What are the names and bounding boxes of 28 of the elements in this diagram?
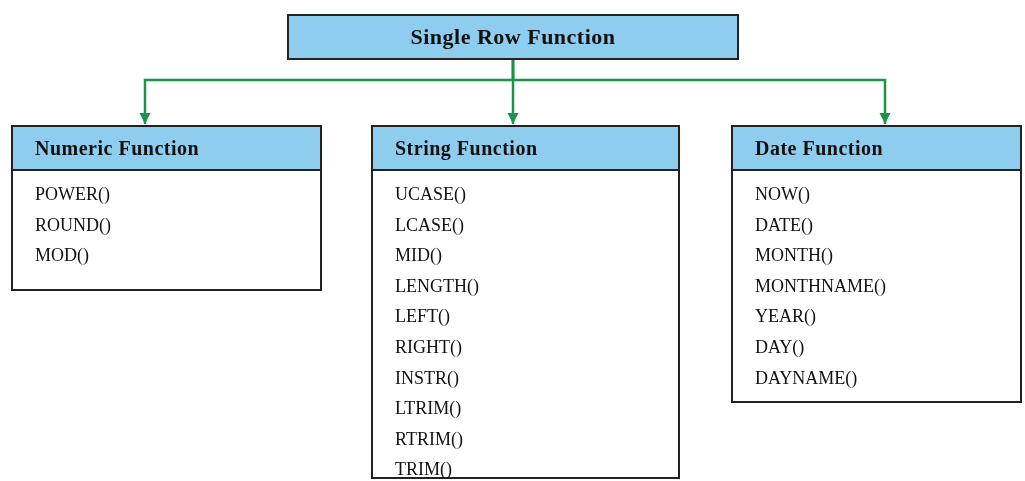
function-name: LCASE()	[395, 213, 464, 237]
function-name: DAY()	[755, 335, 805, 359]
function-name: LENGTH()	[395, 274, 479, 298]
category-box	[731, 125, 1022, 403]
title-box: Single Row Function	[287, 14, 739, 60]
function-name: RTRIM()	[395, 427, 463, 451]
function-name: DATE()	[755, 213, 813, 237]
function-name: MOD()	[35, 244, 89, 268]
category-heading: Date Function	[733, 127, 1020, 171]
function-name: MONTH()	[755, 244, 833, 268]
function-name: ROUND()	[35, 213, 111, 237]
function-name: INSTR()	[395, 366, 459, 390]
function-name: MID()	[395, 244, 442, 268]
category-box	[11, 125, 322, 291]
function-name: NOW()	[755, 183, 810, 206]
category-heading: String Function	[373, 127, 678, 171]
function-name: LEFT()	[395, 305, 450, 329]
function-name: YEAR()	[755, 305, 816, 329]
function-name: TRIM()	[395, 458, 452, 481]
function-name: LTRIM()	[395, 397, 462, 421]
function-name: UCASE()	[395, 183, 466, 206]
function-name: RIGHT()	[395, 335, 462, 359]
function-name: DAYNAME()	[755, 366, 858, 390]
function-name: MONTHNAME()	[755, 274, 886, 298]
category-heading: Numeric Function	[13, 127, 320, 171]
category-box	[371, 125, 680, 479]
arrow	[511, 60, 891, 124]
function-name: POWER()	[35, 183, 110, 206]
